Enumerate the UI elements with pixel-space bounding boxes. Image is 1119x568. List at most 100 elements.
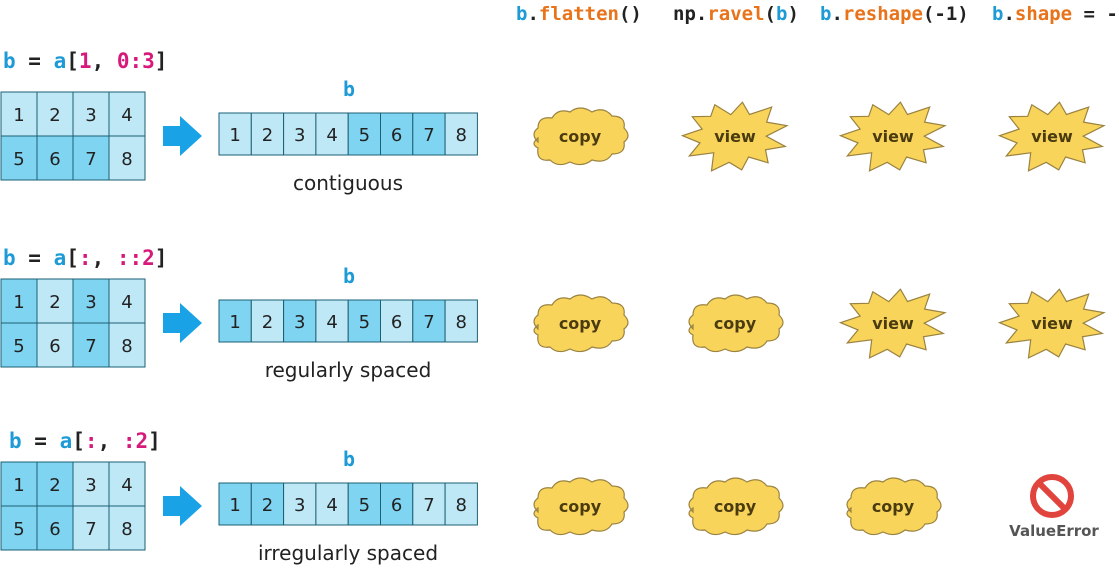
matrix-cell-value: 6	[49, 336, 60, 357]
matrix-cell-value: 4	[121, 475, 132, 496]
burst-icon	[838, 101, 947, 172]
result-label: view	[1031, 314, 1073, 333]
code-token: ]	[155, 49, 168, 73]
flat-cell-value: 3	[294, 125, 305, 146]
result-label: copy	[559, 127, 602, 146]
matrix-cell	[72, 505, 110, 551]
flat-cell-value: 3	[294, 495, 305, 516]
code-token: b	[3, 49, 16, 73]
burst-icon	[838, 288, 947, 359]
matrix-cell-selected	[0, 135, 38, 181]
matrix-cell	[0, 91, 38, 137]
flat-cell	[412, 482, 446, 526]
header-shape: b.shape = -1	[992, 3, 1119, 25]
flat-cell-selected	[218, 482, 252, 526]
matrix-cell-selected	[72, 135, 110, 181]
cloud-icon	[533, 107, 629, 166]
header-flatten: b.flatten()	[516, 3, 642, 25]
result-label: copy	[872, 497, 915, 516]
matrix-cell-value: 3	[85, 292, 96, 313]
code-token: ,	[92, 246, 117, 270]
flat-cell-value: 7	[423, 495, 434, 516]
spacing-caption: regularly spaced	[265, 358, 432, 382]
code-token: b	[992, 3, 1003, 25]
burst-icon	[997, 101, 1106, 172]
cloud-icon	[688, 477, 784, 536]
code-token: )	[787, 3, 798, 25]
arrow-right-icon	[163, 303, 202, 343]
no-entry-slash	[1036, 480, 1068, 512]
code-token: 0:3	[117, 49, 155, 73]
slice-expression: b = a[:, :2]	[9, 429, 161, 453]
matrix-cell-selected	[0, 322, 38, 368]
code-token: (-1)	[923, 3, 969, 25]
matrix-cell-value: 4	[121, 292, 132, 313]
matrix-cell-value: 5	[13, 336, 24, 357]
matrix-cell	[108, 322, 146, 368]
result-view: view	[838, 101, 947, 172]
cloud-icon	[688, 294, 784, 353]
code-token: b	[776, 3, 787, 25]
code-token: ravel	[707, 3, 764, 25]
code-token: b	[516, 3, 527, 25]
flat-cell-value: 7	[423, 312, 434, 333]
code-token: ()	[619, 3, 642, 25]
flat-cell-selected	[218, 299, 252, 343]
code-token: ,	[98, 429, 123, 453]
code-token: .	[831, 3, 842, 25]
code-token: shape	[1015, 3, 1072, 25]
result-label: view	[1031, 127, 1073, 146]
burst-icon	[680, 101, 789, 172]
code-token: =	[22, 429, 60, 453]
flat-array-label: b	[343, 77, 355, 101]
matrix-cell-value: 7	[85, 336, 96, 357]
result-label: view	[872, 314, 914, 333]
code-token: ,	[92, 49, 117, 73]
code-token: [	[66, 246, 79, 270]
flat-cell	[315, 112, 349, 156]
flat-cell-value: 3	[294, 312, 305, 333]
matrix-cell	[72, 461, 110, 507]
burst-icon	[997, 288, 1106, 359]
cloud-icon	[846, 477, 942, 536]
flat-cell	[444, 482, 478, 526]
flat-cell-value: 4	[326, 312, 337, 333]
result-label: ValueError	[1009, 522, 1099, 540]
result-label: copy	[714, 497, 757, 516]
matrix-cell-selected	[0, 278, 38, 324]
flat-cell-value: 4	[326, 495, 337, 516]
result-view: view	[680, 101, 789, 172]
flat-cell-value: 4	[326, 125, 337, 146]
code-token: b	[9, 429, 22, 453]
flat-cell	[250, 299, 285, 343]
code-token: .	[1003, 3, 1014, 25]
code-token: [	[72, 429, 85, 453]
flat-cell-value: 1	[229, 312, 240, 333]
flat-cell-value: 5	[359, 125, 370, 146]
flat-cell-value: 5	[359, 495, 370, 516]
result-copy: copy	[846, 477, 942, 536]
flat-cell	[218, 112, 252, 156]
flat-cell	[315, 299, 349, 343]
result-error: ValueError	[1009, 474, 1099, 540]
flat-cell	[380, 299, 414, 343]
result-view: view	[838, 288, 947, 359]
flat-array-label: b	[343, 264, 355, 288]
flat-cell-value: 2	[262, 312, 273, 333]
code-token: .	[696, 3, 707, 25]
matrix-cell-value: 8	[121, 519, 132, 540]
code-token: a	[54, 49, 67, 73]
matrix-cell-value: 4	[121, 105, 132, 126]
code-token: :	[79, 246, 92, 270]
flat-array-label: b	[343, 447, 355, 471]
code-token: ]	[155, 246, 168, 270]
flat-cell-selected	[250, 482, 285, 526]
code-token: ::2	[117, 246, 155, 270]
matrix-cell-selected	[0, 505, 38, 551]
